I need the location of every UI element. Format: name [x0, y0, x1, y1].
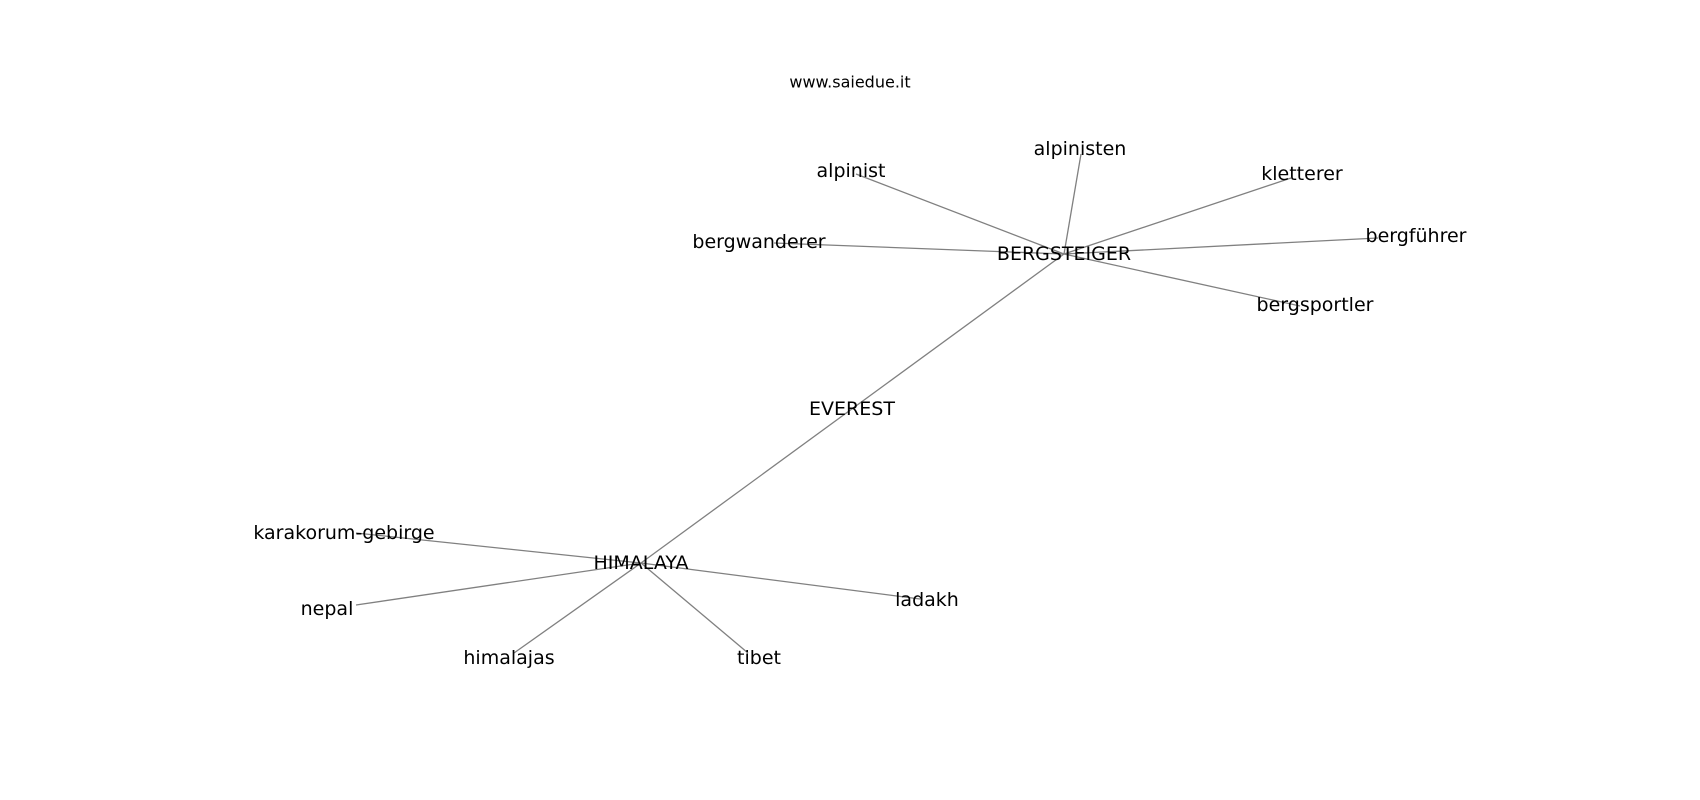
- node-label-ladakh: ladakh: [895, 589, 959, 611]
- edge-bergsteiger-alpinisten: [1063, 153, 1082, 255]
- node-label-nepal: nepal: [301, 598, 354, 620]
- node-label-alpinisten: alpinisten: [1034, 138, 1127, 160]
- node-label-tibet: tibet: [737, 647, 781, 669]
- node-label-everest: EVEREST: [809, 398, 895, 420]
- node-label-kletterer: kletterer: [1261, 163, 1343, 185]
- edge-himalaya-tibet: [640, 562, 749, 654]
- edge-bergsteiger-alpinist: [855, 173, 1065, 255]
- edge-bergsteiger-bergsportler: [1063, 253, 1301, 307]
- edge-himalaya-ladakh: [640, 562, 921, 600]
- node-label-bergsportler: bergsportler: [1257, 294, 1374, 316]
- node-label-alpinist: alpinist: [817, 160, 886, 182]
- edges-layer: [355, 153, 1379, 654]
- node-label-bergwanderer: bergwanderer: [692, 231, 825, 253]
- edge-bergsteiger-bergfuehrer: [1063, 237, 1379, 255]
- node-label-bergfuehrer: bergführer: [1366, 225, 1467, 247]
- labels-layer: EVEREST BERGSTEIGER HIMALAYA alpinisten alpi…: [253, 138, 1466, 669]
- node-label-himalajas: himalajas: [463, 647, 554, 669]
- edge-bergsteiger-himalaya: [640, 253, 1065, 564]
- node-label-karakorum-gebirge: karakorum-gebirge: [253, 522, 434, 544]
- edge-himalaya-karakorum-gebirge: [355, 532, 642, 564]
- watermark-text: www.saiedue.it: [789, 73, 910, 92]
- edge-bergsteiger-kletterer: [1063, 177, 1292, 255]
- edge-himalaya-nepal: [355, 562, 642, 606]
- node-label-himalaya: HIMALAYA: [594, 552, 689, 574]
- node-label-bergsteiger: BERGSTEIGER: [997, 243, 1131, 265]
- edge-bergsteiger-bergwanderer: [773, 242, 1065, 255]
- edge-himalaya-himalajas: [513, 562, 642, 654]
